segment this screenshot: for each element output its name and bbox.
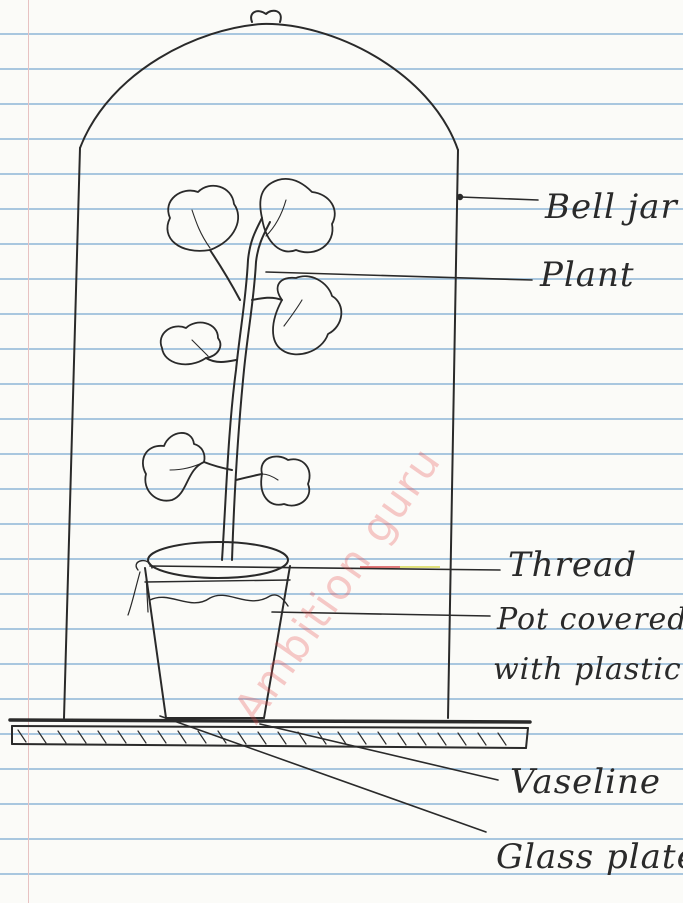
plant-leaves bbox=[143, 179, 341, 506]
plant-stem bbox=[204, 218, 282, 560]
glass-plate bbox=[12, 726, 528, 748]
label-plant: Plant bbox=[540, 258, 635, 292]
label-glass-plate: Glass plate bbox=[496, 840, 683, 874]
label-thread: Thread bbox=[508, 548, 637, 582]
leader-glass-plate bbox=[160, 716, 486, 832]
label-vaseline: Vaseline bbox=[510, 765, 661, 799]
leader-bell-jar bbox=[460, 197, 538, 200]
label-pot-line-2: with plastic bbox=[493, 655, 682, 685]
label-pot-line-1: Pot covered bbox=[497, 605, 683, 635]
leader-vaseline bbox=[260, 724, 498, 780]
label-bell-jar: Bell jar bbox=[545, 190, 678, 224]
bell-jar bbox=[64, 11, 458, 718]
